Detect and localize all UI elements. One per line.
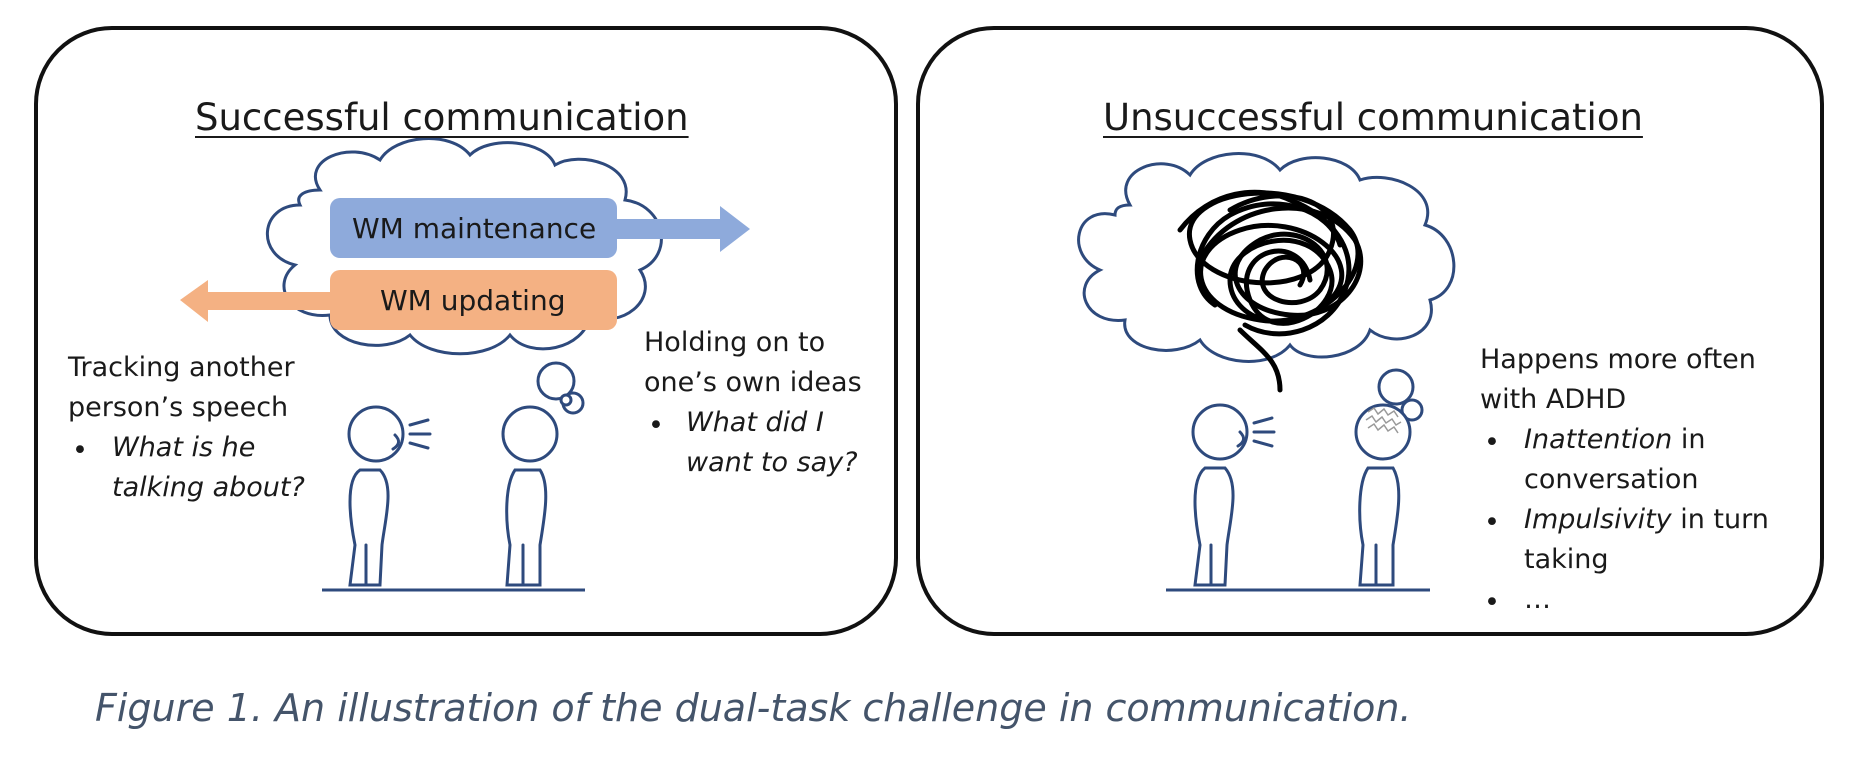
bullet-marker: • <box>648 410 664 441</box>
tracking-question-text1: What is he <box>112 432 256 463</box>
figure-caption: Figure 1. An illustration of the dual-ta… <box>95 686 1412 730</box>
maintenance-box <box>330 198 617 258</box>
bullet-marker: • <box>72 435 88 466</box>
tracking-question-line1: What is he <box>112 428 255 468</box>
inattention-term: Inattention <box>1524 424 1673 455</box>
thought-cloud-right <box>1077 152 1456 422</box>
holding-ideas-line1: Holding on to <box>644 327 826 358</box>
wm-updating-label: WM updating <box>380 284 566 317</box>
inattention-line1: Inattention in <box>1524 420 1705 460</box>
tracking-speech-line2: person’s speech <box>68 392 289 423</box>
wm-maintenance-label: WM maintenance <box>352 212 597 245</box>
bullet-marker: • <box>1484 507 1500 538</box>
tracking-question-text2: talking about? <box>112 472 305 503</box>
listener-figure-left <box>501 405 559 587</box>
ellipsis-item: … <box>1524 584 1551 615</box>
tracking-speech-line1: Tracking another <box>68 352 295 383</box>
successful-communication-title: Successful communication <box>195 96 689 139</box>
unsuccessful-communication-title: Unsuccessful communication <box>1103 96 1643 139</box>
adhd-line2: with ADHD <box>1480 384 1627 415</box>
maintenance-arrow <box>600 206 750 252</box>
updating-box <box>330 270 617 330</box>
impulsivity-line2: taking <box>1524 544 1609 575</box>
speaker-figure-left <box>347 405 432 587</box>
impulsivity-rest: in turn <box>1671 504 1769 535</box>
holding-question-line1: What did I <box>686 403 824 443</box>
speaker-figure-right <box>1191 403 1276 587</box>
bullet-marker: • <box>1484 587 1500 618</box>
tracking-question-line2: talking about? <box>112 468 305 508</box>
updating-arrow <box>180 280 330 322</box>
impulsivity-line1: Impulsivity in turn <box>1524 500 1769 540</box>
adhd-line1: Happens more often <box>1480 344 1756 375</box>
holding-question-text2: want to say? <box>686 447 858 478</box>
inattention-rest: in <box>1672 424 1706 455</box>
tangled-thoughts-scribble <box>1177 189 1364 393</box>
bullet-marker: • <box>1484 427 1500 458</box>
listener-figure-right <box>1354 403 1412 587</box>
impulsivity-term: Impulsivity <box>1524 504 1672 535</box>
confused-head-scribble <box>1365 406 1402 434</box>
holding-question-text1: What did I <box>686 407 824 438</box>
holding-question-line2: want to say? <box>686 443 858 483</box>
holding-ideas-line2: one’s own ideas <box>644 367 862 398</box>
inattention-line2: conversation <box>1524 464 1699 495</box>
